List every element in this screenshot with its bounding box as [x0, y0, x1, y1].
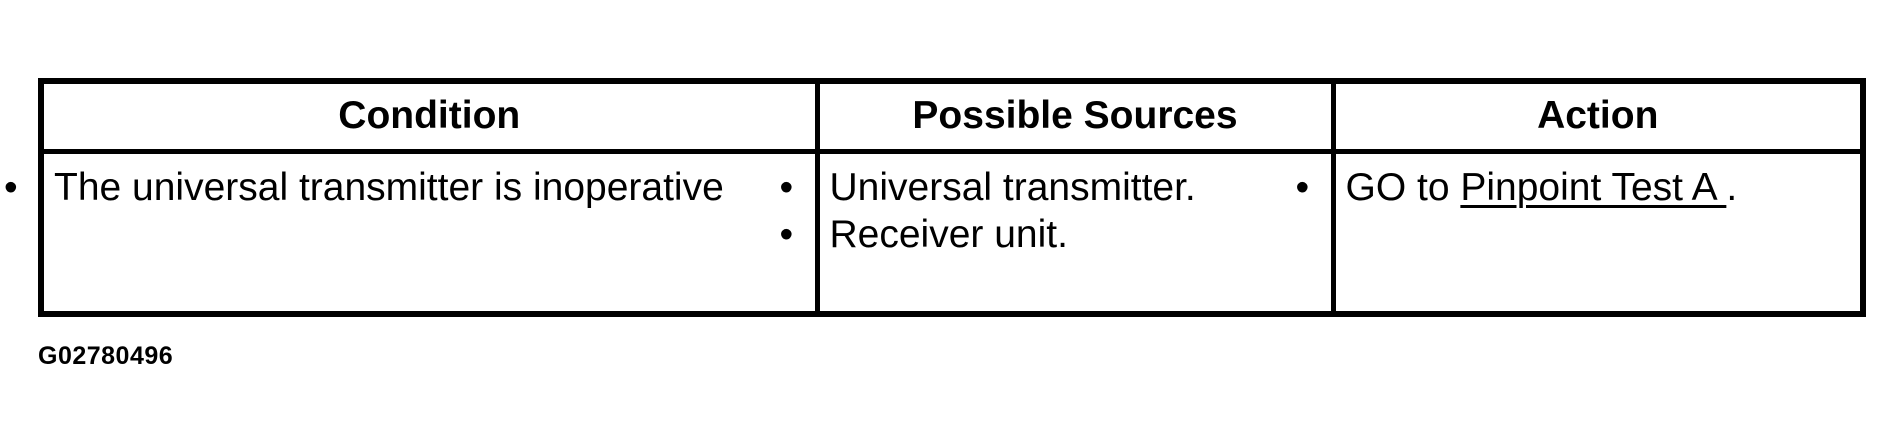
bullet-icon: •	[4, 165, 18, 209]
list-item: • Receiver unit.	[780, 211, 1321, 258]
pinpoint-test-link[interactable]: Pinpoint Test A	[1460, 165, 1727, 209]
header-condition: Condition	[38, 78, 820, 154]
action-list: • GO to Pinpoint Test A .	[1296, 164, 1851, 211]
list-item: • The universal transmitter is inoperati…	[4, 164, 805, 211]
condition-text: The universal transmitter is inoperative	[54, 165, 724, 209]
diagnostic-table: Condition Possible Sources Action • The …	[4, 78, 1866, 317]
list-item: • GO to Pinpoint Test A .	[1296, 164, 1851, 211]
list-item: • Universal transmitter.	[780, 164, 1321, 211]
header-possible-sources: Possible Sources	[814, 78, 1336, 154]
figure-id: G02780496	[38, 342, 174, 370]
bullet-icon: •	[779, 212, 794, 256]
action-suffix: .	[1726, 165, 1738, 209]
source-text: Receiver unit.	[829, 212, 1068, 256]
header-row: Condition Possible Sources Action	[38, 78, 1866, 154]
bullet-icon: •	[1295, 165, 1310, 209]
condition-cell: • The universal transmitter is inoperati…	[4, 148, 820, 317]
source-text: Universal transmitter.	[829, 165, 1196, 209]
condition-list: • The universal transmitter is inoperati…	[4, 164, 805, 211]
sources-cell: • Universal transmitter. • Receiver unit…	[780, 148, 1336, 317]
header-action: Action	[1330, 78, 1866, 154]
bullet-icon: •	[779, 165, 794, 209]
sources-list: • Universal transmitter. • Receiver unit…	[780, 164, 1321, 258]
table-row: • The universal transmitter is inoperati…	[4, 148, 1866, 317]
action-prefix: GO to	[1345, 165, 1461, 209]
action-cell: • GO to Pinpoint Test A .	[1296, 148, 1866, 317]
